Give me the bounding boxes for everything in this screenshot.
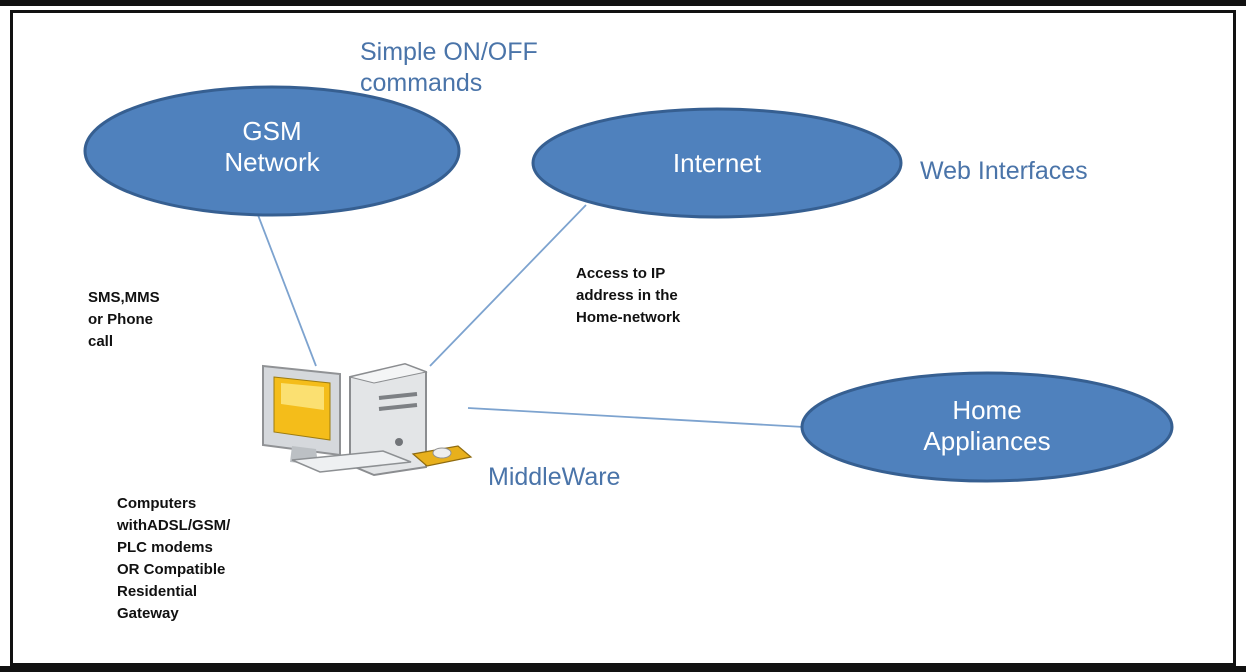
internet-label: Internet bbox=[672, 148, 762, 178]
gsm-to-computer-connector bbox=[257, 214, 317, 367]
sms-label: SMS,MMS or Phone call bbox=[88, 289, 160, 350]
ip-access-label: Access to IP address in the Home-network bbox=[576, 265, 681, 326]
gsm-network-node[interactable] bbox=[83, 85, 461, 217]
home-appliances-label: Home Appliances bbox=[923, 395, 1051, 456]
bottom-border bbox=[0, 666, 1246, 672]
computer-to-home-connector bbox=[467, 407, 805, 428]
middleware-label: MiddleWare bbox=[488, 463, 621, 491]
simple-commands-label: Simple ON/OFF commands bbox=[360, 38, 538, 97]
internet-to-computer-connector bbox=[429, 204, 587, 367]
web-interfaces-label: Web Interfaces bbox=[920, 157, 1088, 185]
middleware-computer-icon bbox=[262, 362, 473, 477]
top-border bbox=[0, 0, 1246, 6]
computers-label: Computers withADSL/GSM/ PLC modems OR Co… bbox=[117, 495, 231, 622]
internet-node[interactable] bbox=[531, 107, 903, 219]
home-appliances-node[interactable] bbox=[800, 371, 1174, 483]
gsm-network-label: GSM Network bbox=[224, 116, 320, 177]
